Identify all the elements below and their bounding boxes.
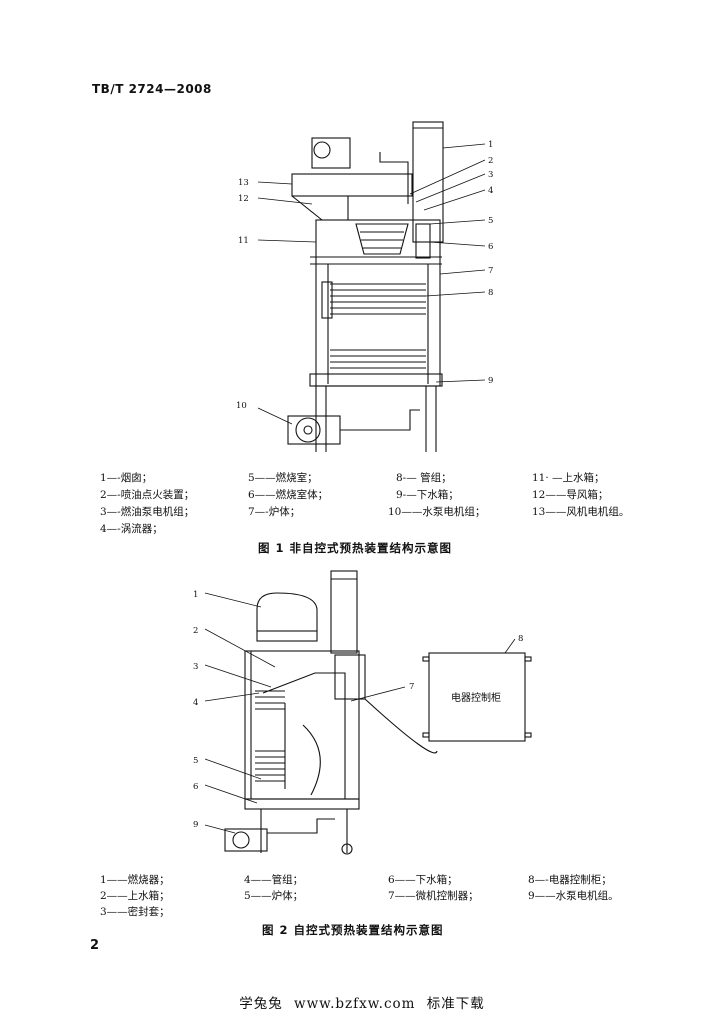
- fig1-callout-2: 2: [488, 156, 493, 166]
- fig1-callout-9: 9: [488, 376, 493, 386]
- fig1-legend-item: 8-— 管组；: [396, 472, 452, 484]
- fig2-legend-item: 7——微机控制器；: [388, 890, 479, 902]
- fig2-callout-6: 6: [193, 782, 198, 792]
- fig1-legend-item: 13——风机电机组。: [532, 506, 630, 518]
- fig1-callout-11: 11: [238, 236, 249, 246]
- fig2-legend-item: 4——管组；: [244, 874, 304, 886]
- fig1-callout-6: 6: [488, 242, 493, 252]
- fig1-callout-4: 4: [488, 186, 493, 196]
- fig1-legend-item: 4—-涡流器；: [100, 523, 163, 535]
- fig1-callout-13: 13: [238, 178, 249, 188]
- figure2-diagram: 1 2 3 4 5 6 7 8 9 电器控制柜: [193, 570, 532, 855]
- fig1-callout-10: 10: [236, 401, 247, 411]
- fig1-legend-item: 6——燃烧室体；: [248, 489, 329, 501]
- cabinet-label: 电器控制柜: [451, 691, 501, 704]
- page-number: 2: [90, 938, 100, 953]
- fig1-legend-item: 11· —上水箱；: [532, 472, 605, 484]
- fig2-legend-item: 6——下水箱；: [388, 874, 458, 886]
- fig1-callout-7: 7: [488, 266, 493, 276]
- fig1-legend-item: 2—-喷油点火装置；: [100, 489, 195, 501]
- fig2-legend-item: 8—-电器控制柜；: [528, 874, 612, 886]
- fig2-callout-5: 5: [193, 756, 198, 766]
- fig2-callout-8: 8: [518, 634, 523, 644]
- fig2-callout-9: 9: [193, 820, 198, 830]
- fig1-legend-item: 12——导风箱；: [532, 489, 609, 501]
- fig2-legend-item: 2——上水箱；: [100, 890, 170, 902]
- fig1-callout-5: 5: [488, 216, 493, 226]
- figure1-caption: 图 1 非自控式预热装置结构示意图: [258, 541, 453, 555]
- fig2-legend-item: 1——燃烧器；: [100, 874, 170, 886]
- fig2-legend-item: 5——炉体；: [244, 890, 304, 902]
- fig2-callout-4: 4: [193, 698, 198, 708]
- fig1-legend-item: 9-—下水箱；: [396, 489, 459, 501]
- fig1-legend-item: 3—-燃油泵电机组；: [100, 506, 195, 518]
- fig2-legend-item: 9——水泵电机组。: [528, 890, 619, 902]
- fig1-callout-8: 8: [488, 288, 493, 298]
- fig2-callout-2: 2: [193, 626, 198, 636]
- fig1-callout-12: 12: [238, 194, 249, 204]
- fig2-callout-1: 1: [193, 590, 198, 600]
- fig2-callout-3: 3: [193, 662, 198, 672]
- fig1-legend-item: 7—-炉体；: [248, 506, 301, 518]
- fig2-callout-7: 7: [409, 682, 414, 692]
- fig1-legend-item: 5——燃烧室；: [248, 472, 318, 484]
- figure1-diagram: 1 2 3 4 5 6 7 8 9 10 11 12 13: [236, 121, 493, 452]
- fig1-callout-1: 1: [488, 140, 493, 150]
- standard-number: TB/T 2724—2008: [92, 82, 212, 96]
- footer-watermark[interactable]: 学兔兔 www.bzfxw.com 标准下载: [239, 996, 485, 1012]
- fig1-legend-item: 10——水泵电机组；: [388, 506, 486, 518]
- figure2-caption: 图 2 自控式预热装置结构示意图: [262, 923, 444, 937]
- fig1-legend-item: 1—-烟囱；: [100, 472, 153, 484]
- fig1-callout-3: 3: [488, 170, 493, 180]
- fig2-legend-item: 3——密封套；: [100, 906, 170, 918]
